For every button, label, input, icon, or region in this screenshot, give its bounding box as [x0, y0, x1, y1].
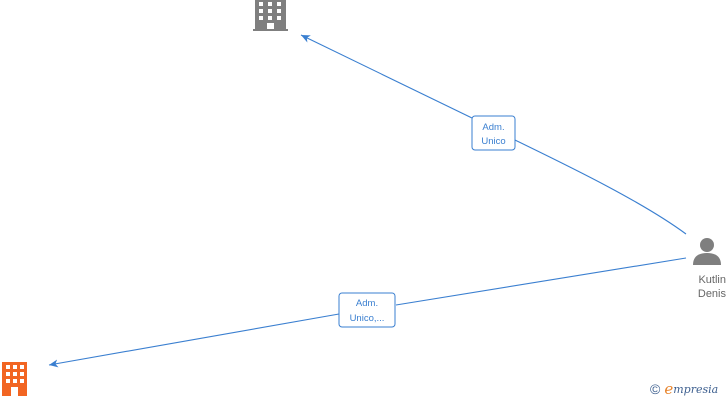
edge-label-line2: Unico — [481, 136, 505, 147]
edge-label-line2: Unico,... — [350, 313, 385, 324]
person-name-line2: Denis — [697, 288, 726, 300]
brand-name: mpresia — [673, 382, 719, 396]
person-icon[interactable] — [693, 238, 721, 265]
person-name-line1: Kutlin — [698, 274, 726, 286]
edge-person-to-company-bottom[interactable]: Adm. Unico,... — [48, 257, 687, 368]
edge-label-line1: Adm. — [356, 298, 378, 309]
copyright-icon: © — [650, 381, 661, 397]
building-icon[interactable] — [253, 0, 288, 31]
edge-label-line1: Adm. — [482, 122, 504, 133]
edge-label-box: Adm. Unico — [471, 115, 516, 151]
edge-label-box: Adm. Unico,... — [338, 292, 396, 328]
brand-logo: © e mpresia — [650, 379, 718, 399]
brand-initial: e — [664, 380, 674, 398]
edge-person-to-company-top[interactable]: Adm. Unico — [300, 34, 687, 235]
building-icon[interactable] — [2, 362, 27, 396]
person-name-label[interactable]: Kutlin Denis — [668, 273, 726, 301]
